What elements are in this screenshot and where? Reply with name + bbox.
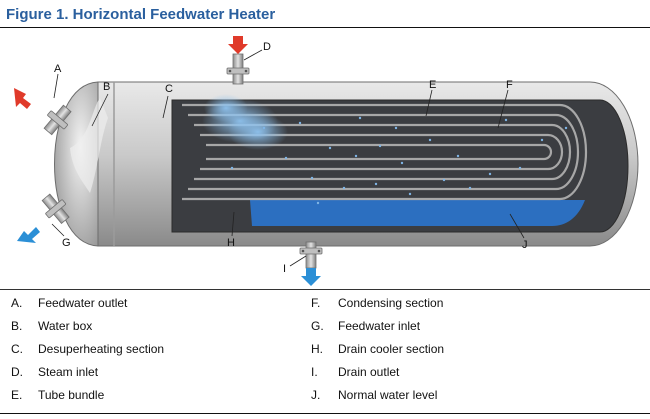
legend-key: J. [311, 388, 321, 402]
feedwater-outlet-arrow [14, 88, 31, 109]
legend-item: J. Normal water level [311, 388, 444, 411]
legend-item: G. Feedwater inlet [311, 319, 444, 342]
steam-cloud [202, 94, 288, 150]
tube-bundle [182, 103, 588, 201]
legend-item: H. Drain cooler section [311, 342, 444, 365]
legend-label: Desuperheating section [38, 342, 165, 356]
legend-label: Drain cooler section [338, 342, 445, 356]
figure-title: Figure 1. Horizontal Feedwater Heater [6, 6, 276, 23]
legend-item: A. Feedwater outlet [11, 296, 164, 319]
water-box-partition [70, 98, 108, 193]
callout-g: G [62, 237, 71, 249]
legend-label: Condensing section [338, 296, 444, 310]
legend-left-column: A. Feedwater outlet B. Water box C. Desuper… [11, 296, 164, 411]
legend-item: D. Steam inlet [11, 365, 164, 388]
steam-inlet-nozzle [226, 53, 250, 85]
callout-h: H [227, 237, 235, 249]
feedwater-inlet-arrow [17, 227, 40, 243]
drain-outlet-nozzle [299, 241, 323, 269]
callout-j: J [522, 239, 528, 251]
top-rule [0, 27, 650, 28]
legend-key: I. [311, 365, 318, 379]
feedwater-inlet-nozzle [41, 193, 70, 225]
drain-outlet-arrow [301, 268, 321, 286]
legend-label: Feedwater outlet [38, 296, 128, 310]
legend-label: Feedwater inlet [338, 319, 421, 333]
callout-a: A [54, 63, 62, 75]
legend-key: G. [311, 319, 324, 333]
steam-inlet-arrow [228, 36, 248, 54]
callout-c: C [165, 83, 173, 95]
callout-d: D [263, 41, 271, 53]
legend-rule [0, 289, 650, 290]
legend-item: C. Desuperheating section [11, 342, 164, 365]
feedwater-heater-diagram: A B C D E F G H I J [14, 36, 639, 286]
callout-e: E [429, 79, 436, 91]
legend-item: E. Tube bundle [11, 388, 164, 411]
bottom-rule [0, 413, 650, 414]
legend-key: B. [11, 319, 23, 333]
legend-item: F. Condensing section [311, 296, 444, 319]
legend-key: A. [11, 296, 23, 310]
legend-label: Drain outlet [338, 365, 400, 379]
legend-label: Tube bundle [38, 388, 105, 402]
leader-lines [51, 49, 525, 267]
water-pool [250, 200, 585, 226]
callout-b: B [103, 81, 110, 93]
legend-key: H. [311, 342, 323, 356]
feedwater-outlet-nozzle [43, 104, 72, 136]
legend-item: B. Water box [11, 319, 164, 342]
legend-item: I. Drain outlet [311, 365, 444, 388]
legend-key: D. [11, 365, 23, 379]
legend-key: C. [11, 342, 23, 356]
legend-key: E. [11, 388, 23, 402]
legend-key: F. [311, 296, 321, 310]
legend-label: Normal water level [338, 388, 438, 402]
callout-i: I [283, 263, 286, 275]
callout-f: F [506, 79, 513, 91]
legend-label: Steam inlet [38, 365, 99, 379]
legend-label: Water box [38, 319, 93, 333]
condensate-droplets [230, 116, 568, 205]
legend-right-column: F. Condensing section G. Feedwater inlet H… [311, 296, 444, 411]
